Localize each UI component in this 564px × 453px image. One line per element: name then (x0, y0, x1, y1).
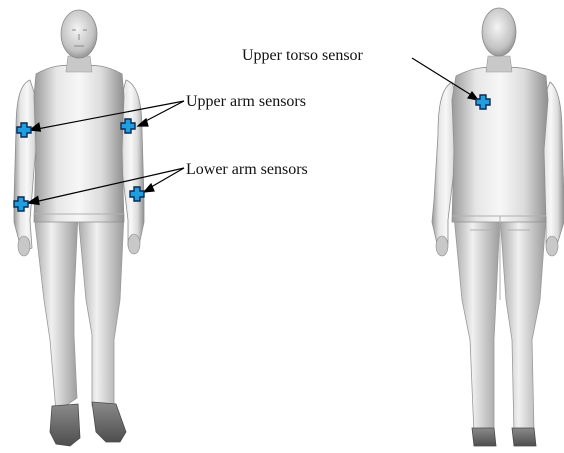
front-right-leg (78, 214, 124, 412)
back-right-hand (546, 236, 558, 256)
front-left-shoe (50, 404, 80, 446)
back-torso (452, 67, 548, 222)
front-human-figure (14, 10, 144, 446)
back-human-figure (432, 8, 564, 446)
front-left-leg (34, 214, 78, 412)
lower-arm-sensors-label: Lower arm sensors (186, 162, 308, 178)
back-right-leg (500, 216, 546, 434)
lower-arm-right-arrowhead (144, 184, 154, 192)
back-neck (486, 56, 512, 72)
back-left-leg (454, 216, 500, 434)
front-left-hand (18, 236, 30, 256)
back-left-hand (436, 236, 448, 256)
back-right-shoe (512, 428, 536, 446)
front-right-shoe (92, 402, 126, 442)
back-head (482, 8, 516, 56)
front-right-hand (128, 234, 140, 254)
upper-torso-sensor-label: Upper torso sensor (242, 48, 363, 64)
upper-arm-sensors-label: Upper arm sensors (186, 94, 306, 110)
back-left-shoe (472, 428, 496, 446)
